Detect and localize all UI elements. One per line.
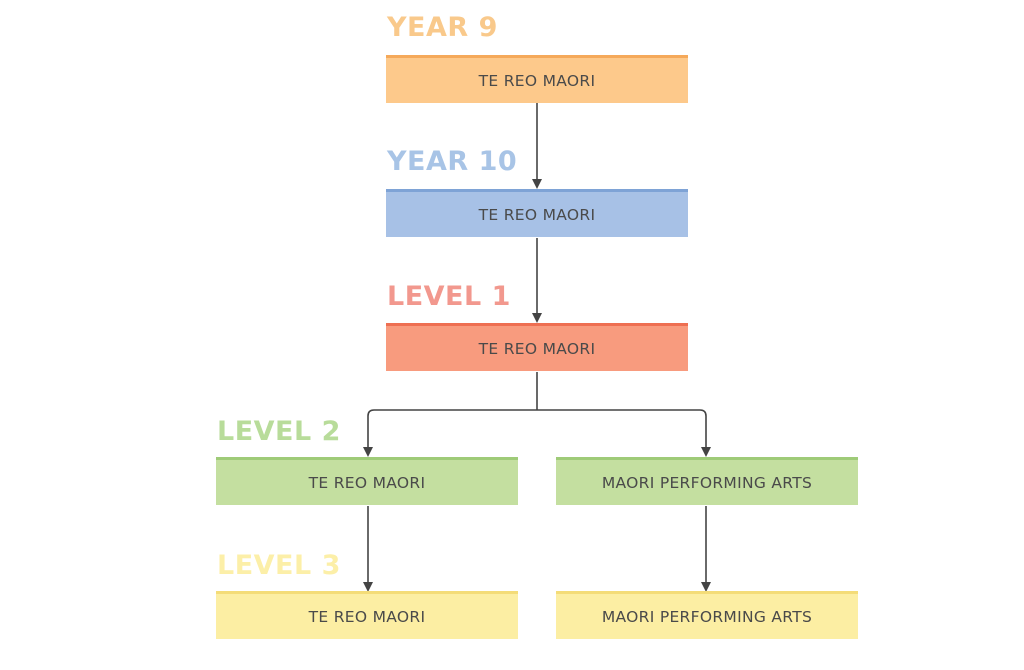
course-box-level1-te-reo-maori: TE REO MAORI [386,323,688,371]
course-box-year10-te-reo-maori: TE REO MAORI [386,189,688,237]
course-box-year9-te-reo-maori: TE REO MAORI [386,55,688,103]
stage-label-level3: LEVEL 3 [217,550,341,581]
course-box-level2-te-reo-maori: TE REO MAORI [216,457,518,505]
arrow-level1-to-level2-split [374,372,700,411]
course-box-level3-te-reo-maori: TE REO MAORI [216,591,518,639]
stage-label-year9: YEAR 9 [387,12,498,43]
course-box-level2-maori-performing-arts: MAORI PERFORMING ARTS [556,457,858,505]
stage-label-level2: LEVEL 2 [217,416,341,447]
stage-label-level1: LEVEL 1 [387,281,511,312]
stage-label-year10: YEAR 10 [387,146,518,177]
arrow-level1-to-level2-left [363,409,375,457]
arrow-level1-to-level2-right [699,409,711,457]
course-box-level3-maori-performing-arts: MAORI PERFORMING ARTS [556,591,858,639]
